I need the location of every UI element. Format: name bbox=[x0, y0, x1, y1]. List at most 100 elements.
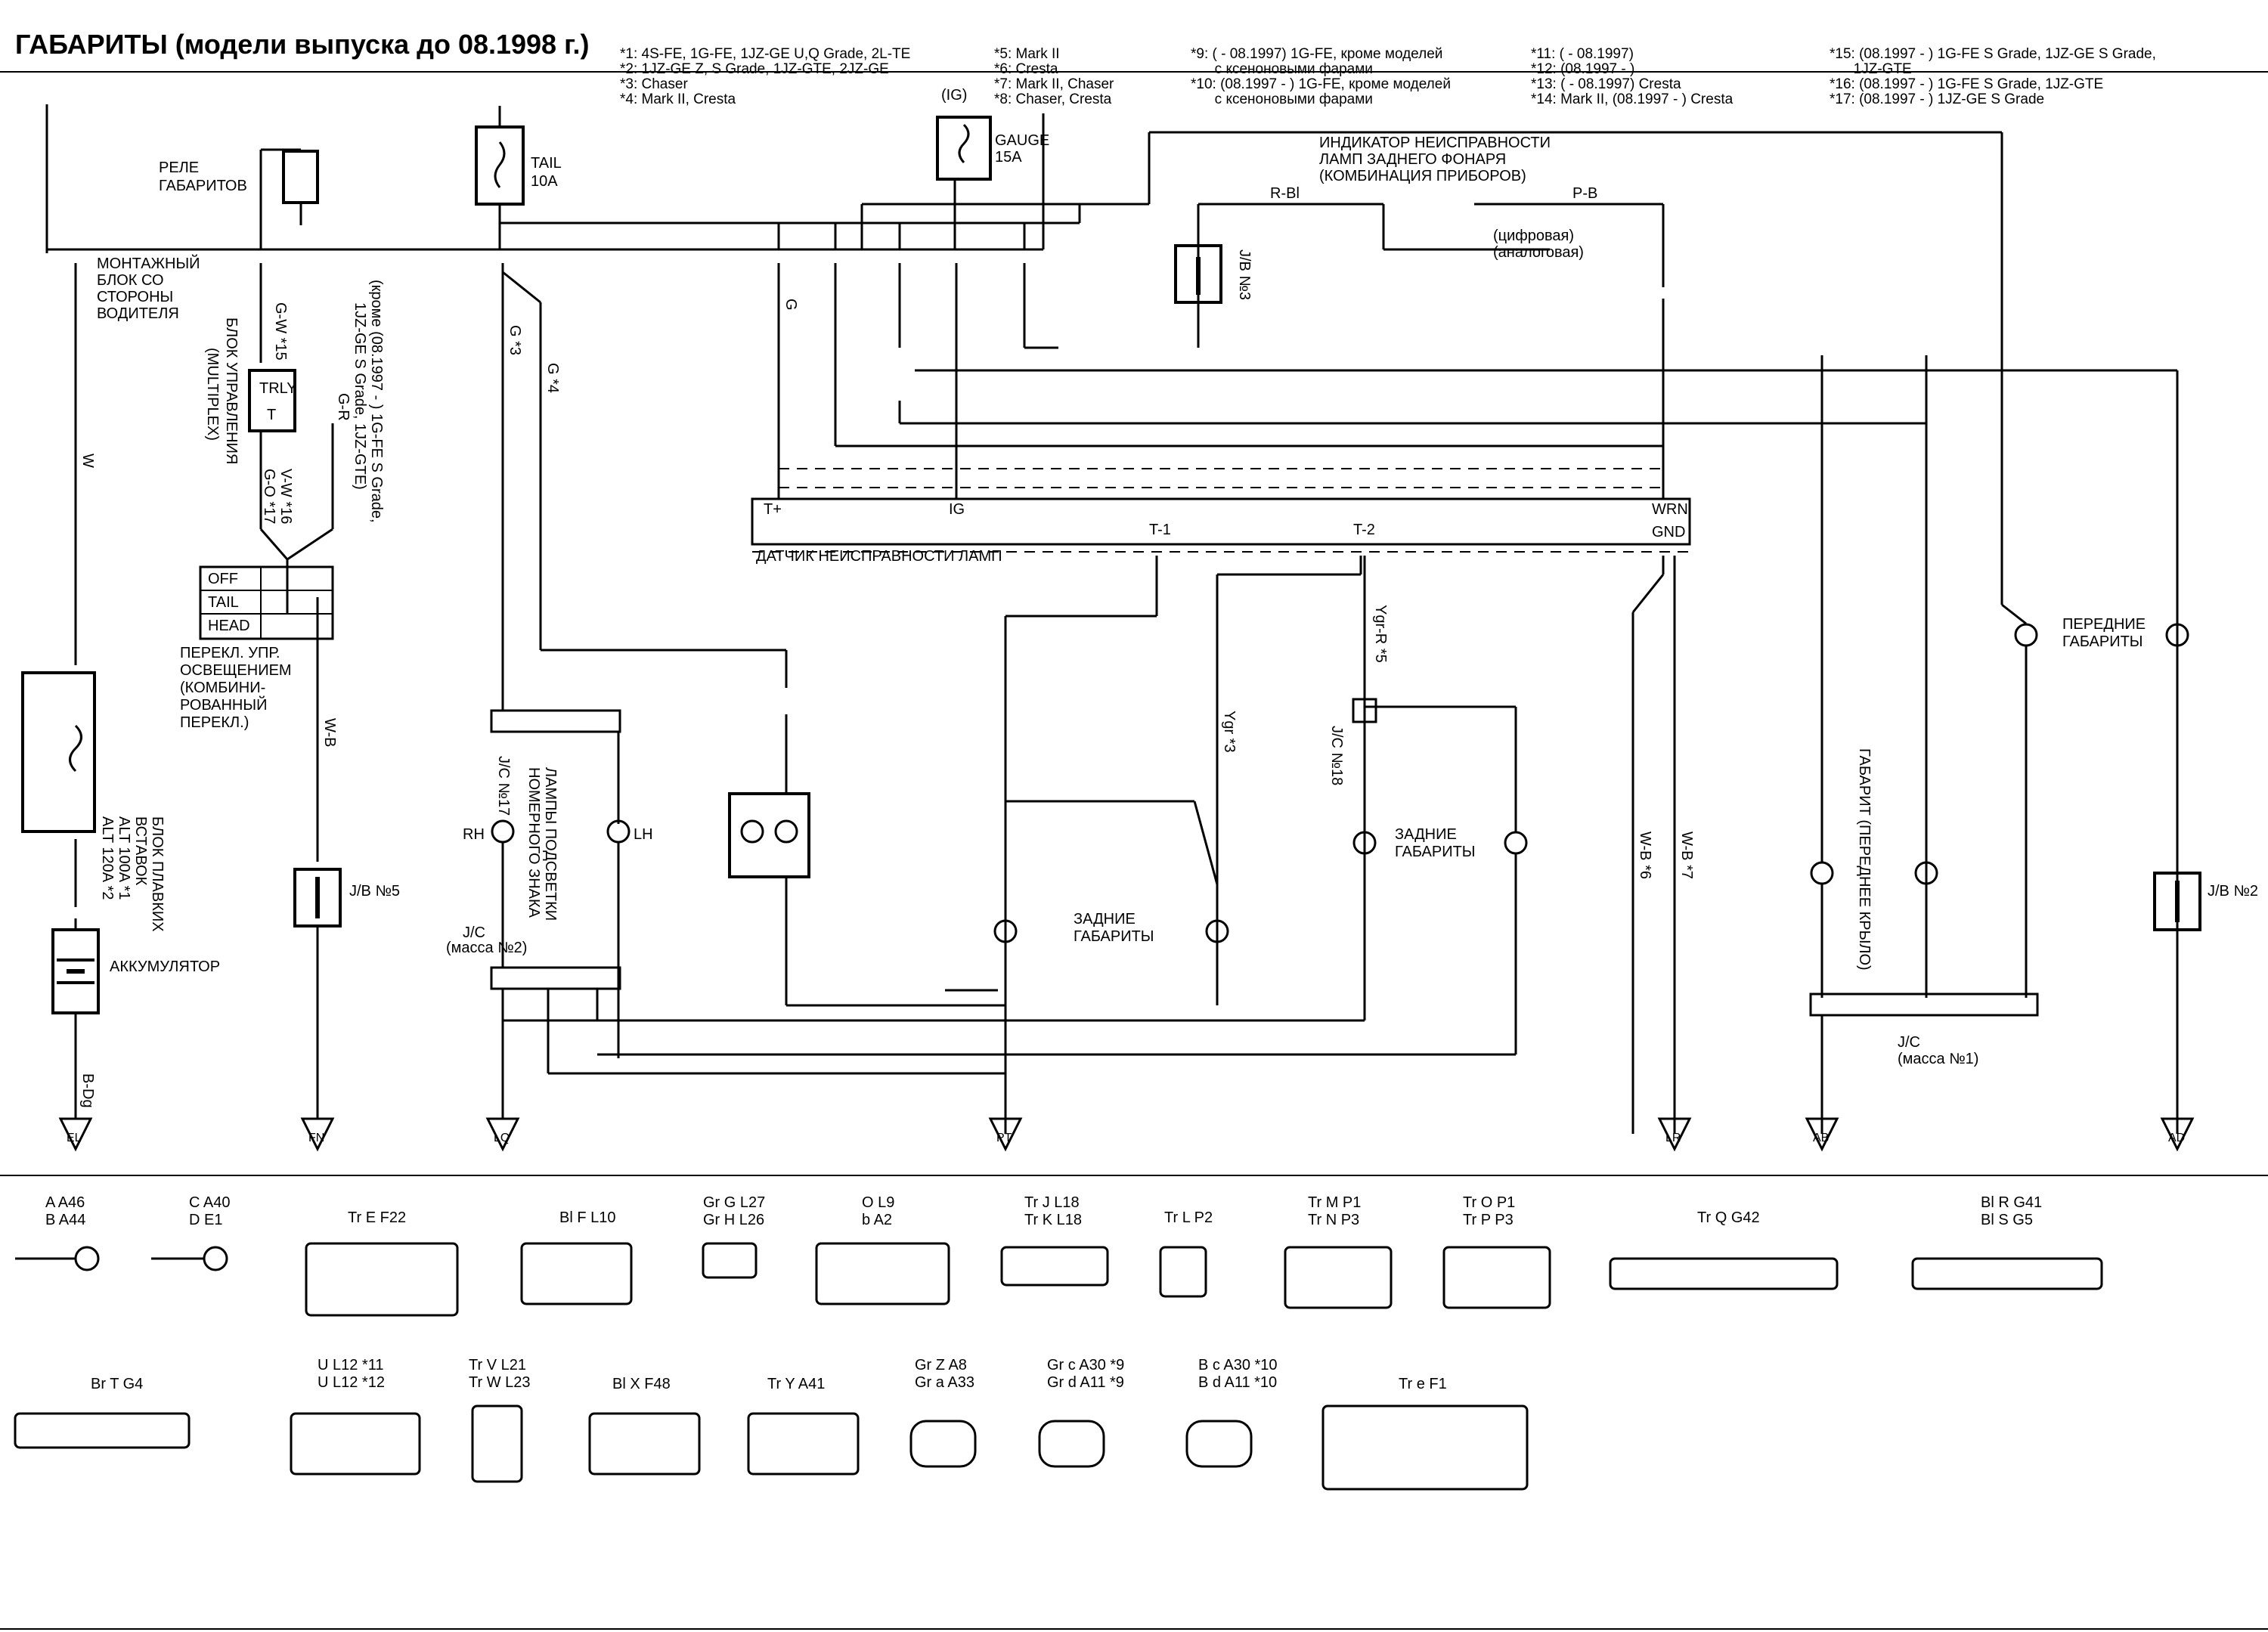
sensor-pin-t2: T-2 bbox=[1353, 522, 1375, 538]
conn-shape-y bbox=[747, 1412, 860, 1476]
tail-fuse-label: TAIL bbox=[531, 155, 562, 172]
wire-bdg: B-Dg bbox=[79, 1073, 96, 1108]
wire-ygrr5: Ygr-R *5 bbox=[1372, 605, 1389, 663]
wire-wb7: W-B *7 bbox=[1678, 831, 1695, 879]
conn-e: Tr E F22 bbox=[348, 1209, 407, 1226]
gauge-fuse-label: GAUGE bbox=[995, 132, 1049, 149]
rear-lights-center-2: ГАБАРИТЫ bbox=[1074, 928, 1154, 945]
note: *12: (08.1997 - ) bbox=[1531, 61, 1635, 77]
jb3-block bbox=[1174, 244, 1222, 304]
plate-lamps-circuit bbox=[490, 709, 1005, 1119]
conn-shape-x bbox=[588, 1412, 701, 1476]
jb-driver-label-2: БЛОК СО bbox=[97, 272, 164, 289]
fuse-block-label-2: ВСТАВОК bbox=[132, 816, 149, 886]
relay-label-2: ГАБАРИТОВ bbox=[159, 178, 247, 194]
ground-pt: PT bbox=[996, 1132, 1012, 1144]
note: с ксеноновыми фарами bbox=[1191, 61, 1373, 77]
ground-lr: LR bbox=[1665, 1132, 1681, 1144]
plate-lamp-assembly bbox=[728, 714, 1005, 1007]
conn-shape-t bbox=[14, 1412, 191, 1449]
fuse-block-label-4: ALT 120A *2 bbox=[99, 816, 116, 900]
ground-ad: AD bbox=[2168, 1132, 2185, 1144]
conn-shape-cd10 bbox=[1185, 1420, 1253, 1468]
note: с ксеноновыми фарами bbox=[1191, 91, 1373, 107]
light-switch bbox=[199, 559, 334, 862]
notes-col-4: *11: ( - 08.1997)*12: (08.1997 - )*13: (… bbox=[1531, 17, 1733, 138]
rear-lamps-right bbox=[503, 698, 1528, 1056]
sensor-pin-tplus: T+ bbox=[764, 501, 782, 518]
light-switch-label-3: (КОМБИНИ- bbox=[180, 680, 265, 696]
rear-lamps-center bbox=[945, 797, 1229, 1134]
conn-f: Bl F L10 bbox=[559, 1209, 616, 1226]
jc18-label: J/C №18 bbox=[1328, 726, 1345, 785]
light-switch-label-1: ПЕРЕКЛ. УПР. bbox=[180, 645, 280, 661]
tail-relay bbox=[259, 148, 319, 249]
jc-mass2-label-2: (масса №2) bbox=[446, 940, 527, 956]
note: *13: ( - 08.1997) Cresta bbox=[1531, 76, 1681, 92]
conn-shape-f1 bbox=[1321, 1404, 1529, 1491]
wire-rbl: R-Bl bbox=[1270, 185, 1300, 202]
notes-col-2: *5: Mark II*6: Cresta*7: Mark II, Chaser… bbox=[994, 17, 1114, 138]
sensor-label: ДАТЧИК НЕИСПРАВНОСТИ ЛАМП bbox=[756, 548, 1002, 565]
note: *6: Cresta bbox=[994, 61, 1058, 77]
notes-col-1: *1: 4S-FE, 1G-FE, 1JZ-GE U,Q Grade, 2L-T… bbox=[620, 17, 910, 138]
front-lamps bbox=[2001, 603, 2189, 998]
junction-block-frame bbox=[45, 104, 1045, 253]
note: *17: (08.1997 - ) 1JZ-GE S Grade bbox=[1830, 91, 2045, 107]
relay-label-1: РЕЛЕ bbox=[159, 159, 199, 176]
wire-gw: G-W *15 bbox=[272, 302, 289, 361]
main-wires bbox=[74, 132, 2179, 1126]
notes-col-5: *15: (08.1997 - ) 1G-FE S Grade, 1JZ-GE … bbox=[1830, 17, 2156, 138]
conn-shape-za bbox=[909, 1420, 977, 1468]
conn-e-f1: Tr e F1 bbox=[1399, 1376, 1447, 1392]
jb-driver-label-1: МОНТАЖНЫЙ bbox=[97, 254, 200, 272]
indicator-label-3: (КОМБИНАЦИЯ ПРИБОРОВ) bbox=[1319, 168, 1526, 184]
note: *16: (08.1997 - ) 1G-FE S Grade, 1JZ-GTE bbox=[1830, 76, 2104, 92]
jb-internal-bus bbox=[500, 203, 1081, 249]
ground-el: EL bbox=[67, 1132, 82, 1144]
except-note-1: (кроме (08.1997 - ) 1G-FE S Grade, bbox=[368, 280, 385, 523]
front-lights-label-1: ПЕРЕДНИЕ bbox=[2062, 616, 2146, 633]
conn-shape-op bbox=[1442, 1246, 1551, 1309]
wire-w: W bbox=[79, 454, 96, 468]
jc-mass1-label-1: J/C bbox=[1898, 1034, 1920, 1051]
rh-label: RH bbox=[463, 826, 485, 843]
battery-label: АККУМУЛЯТОР bbox=[110, 958, 220, 975]
note: *7: Mark II, Chaser bbox=[994, 76, 1114, 92]
jb3-label: J/B №3 bbox=[1236, 249, 1253, 300]
conn-shape-u bbox=[290, 1412, 421, 1476]
conn-shape-mn bbox=[1284, 1246, 1393, 1309]
ring-terminal-2-eye bbox=[203, 1246, 228, 1271]
indicator-label-1: ИНДИКАТОР НЕИСПРАВНОСТИ bbox=[1319, 135, 1551, 151]
wire-g4: G *4 bbox=[544, 363, 561, 393]
conn-shape-vw bbox=[471, 1404, 523, 1483]
ignition-label: (IG) bbox=[941, 87, 967, 104]
wire-wb: W-B bbox=[321, 718, 338, 748]
jc-mass1-label-2: (масса №1) bbox=[1898, 1051, 1978, 1067]
wire-ygr3: Ygr *3 bbox=[1221, 711, 1238, 753]
conn-shape-jk bbox=[1000, 1246, 1109, 1287]
multiplex-unit bbox=[248, 369, 334, 561]
lh-label: LH bbox=[634, 826, 653, 843]
fuse-block-label-1: БЛОК ПЛАВКИХ bbox=[149, 816, 166, 932]
conn-shape-gh bbox=[702, 1242, 758, 1279]
rear-lights-center-1: ЗАДНИЕ bbox=[1074, 911, 1136, 927]
note: 1JZ-GTE bbox=[1830, 61, 1912, 77]
sensor-pin-gnd: GND bbox=[1652, 524, 1685, 540]
fuse-block-label-3: ALT 100A *1 bbox=[116, 816, 132, 900]
note: *14: Mark II, (08.1997 - ) Cresta bbox=[1531, 91, 1734, 107]
note: *4: Mark II, Cresta bbox=[620, 91, 736, 107]
note: *9: ( - 08.1997) 1G-FE, кроме моделей bbox=[1191, 46, 1443, 62]
jb5-label: J/B №5 bbox=[349, 883, 400, 900]
jc17-label: J/C №17 bbox=[495, 756, 512, 816]
